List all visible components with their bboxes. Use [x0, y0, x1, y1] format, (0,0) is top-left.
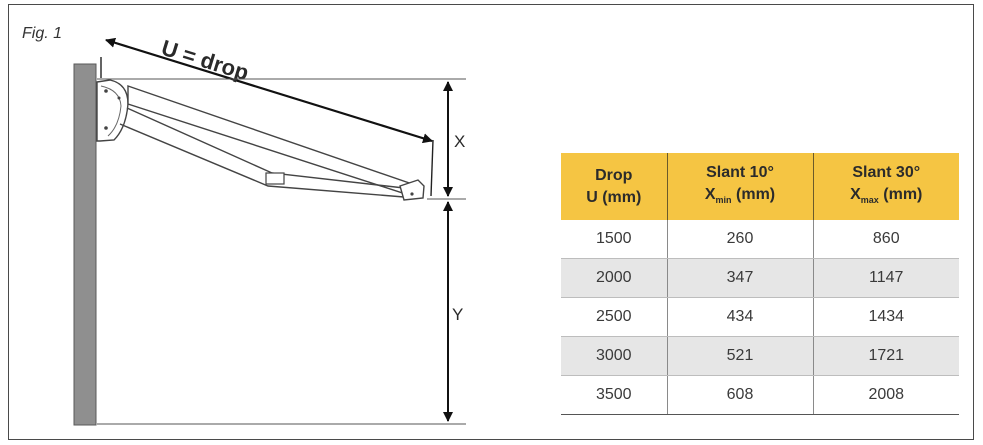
drop-label: U = drop	[159, 35, 252, 85]
front-bar-rivet	[410, 192, 414, 196]
table-row: 2000 347 1147	[561, 258, 959, 298]
arm-elbow-joint	[265, 172, 285, 185]
cell-drop: 3500	[561, 375, 667, 415]
cassette-rivet	[104, 126, 108, 130]
cell-xmin: 608	[666, 375, 813, 415]
cell-drop: 2500	[561, 297, 667, 337]
table-row: 2500 434 1434	[561, 297, 959, 337]
drop-dimension-arrow	[105, 37, 433, 144]
awning-cassette	[96, 79, 129, 142]
table-row: 3000 521 1721	[561, 336, 959, 376]
front-bar	[399, 179, 425, 201]
cassette-rivet	[117, 96, 121, 100]
drop-extension-line	[430, 139, 434, 197]
table-row: 3500 608 2008	[561, 375, 959, 415]
cell-xmin: 434	[666, 297, 813, 337]
table-header-row: Drop U (mm) Slant 10° Xmin (mm) Slant 30…	[561, 153, 959, 220]
table-row: 1500 260 860	[561, 220, 959, 259]
cell-xmax: 2008	[812, 375, 959, 415]
cell-xmax: 1721	[812, 336, 959, 376]
cell-xmin: 521	[666, 336, 813, 376]
cell-xmin: 260	[666, 220, 813, 259]
header-slant-30: Slant 30° Xmax (mm)	[812, 153, 959, 220]
figure-label: Fig. 1	[22, 25, 62, 42]
cell-drop: 1500	[561, 220, 667, 259]
x-label: X	[454, 132, 465, 151]
cell-xmax: 1147	[812, 258, 959, 298]
cell-xmin: 347	[666, 258, 813, 298]
cell-drop: 3000	[561, 336, 667, 376]
drop-slant-table: Drop U (mm) Slant 10° Xmin (mm) Slant 30…	[561, 153, 959, 415]
wall	[73, 63, 97, 426]
y-label: Y	[452, 305, 463, 324]
cassette-rivet	[104, 89, 108, 93]
header-slant-10: Slant 10° Xmin (mm)	[666, 153, 813, 220]
cell-xmax: 1434	[812, 297, 959, 337]
cell-xmax: 860	[812, 220, 959, 259]
awning-arm-lower	[119, 123, 405, 198]
header-drop: Drop U (mm)	[561, 153, 667, 220]
cell-drop: 2000	[561, 258, 667, 298]
